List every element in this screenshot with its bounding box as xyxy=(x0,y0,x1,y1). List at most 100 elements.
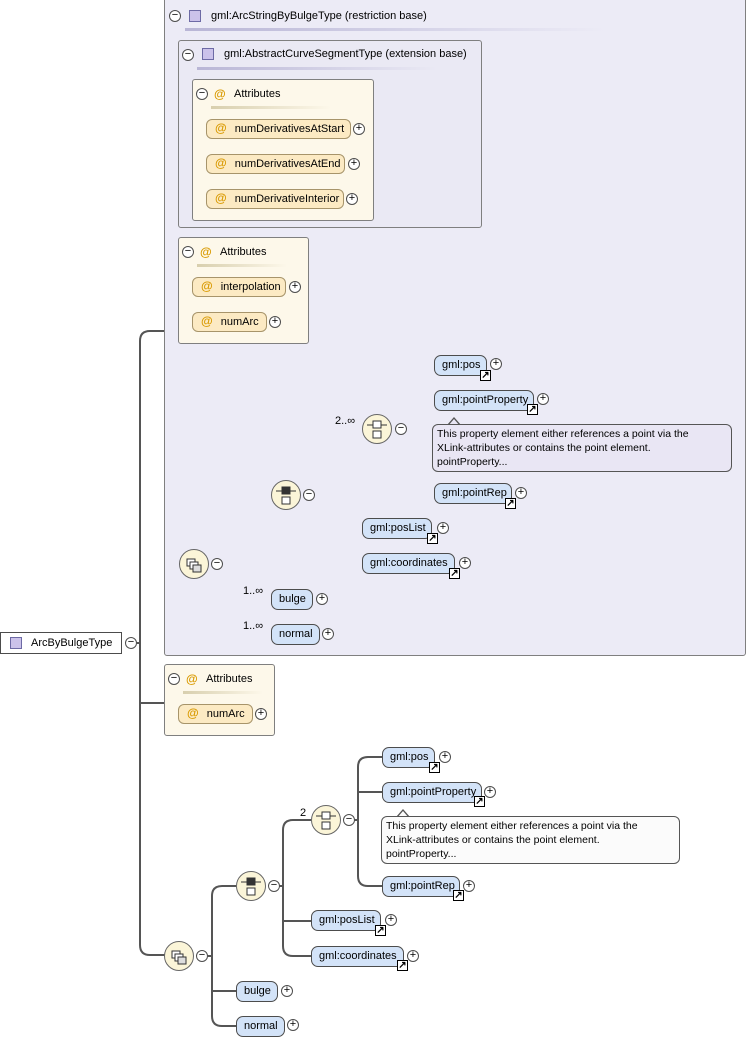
element-label: gml:posList xyxy=(370,522,426,534)
expand-icon[interactable]: + xyxy=(490,358,502,370)
element-label: bulge xyxy=(244,985,271,997)
attributes-title: Attributes xyxy=(206,673,253,685)
expand-icon[interactable]: + xyxy=(348,158,360,170)
collapse-icon[interactable]: − xyxy=(343,814,355,826)
attribute-icon: @ xyxy=(215,156,227,170)
attributes-title: Attributes xyxy=(220,246,267,258)
collapse-icon[interactable]: − xyxy=(395,423,407,435)
sequence-compositor[interactable] xyxy=(236,871,266,901)
attribute-group-icon: @ xyxy=(200,245,212,259)
reference-arrow-icon: ↗ xyxy=(429,762,440,773)
expand-icon[interactable]: + xyxy=(255,708,267,720)
reference-arrow-icon: ↗ xyxy=(505,498,516,509)
attribute-label: numDerivativeInterior xyxy=(234,193,340,205)
tooltip-line: XLink-attributes or contains the point e… xyxy=(386,834,600,846)
root-type[interactable]: ArcByBulgeType xyxy=(0,632,122,654)
own-attributes-panel: − @ Attributes xyxy=(164,664,275,736)
sequence-compositor-icon xyxy=(367,420,387,439)
expand-icon[interactable]: + xyxy=(316,593,328,605)
collapse-icon[interactable]: − xyxy=(169,10,181,22)
collapse-icon[interactable]: − xyxy=(303,489,315,501)
reference-arrow-icon: ↗ xyxy=(480,370,491,381)
attribute-interpolation[interactable]: @ interpolation xyxy=(192,277,286,297)
reference-arrow-icon: ↗ xyxy=(397,960,408,971)
attribute-label: numArc xyxy=(206,708,245,720)
element-label: normal xyxy=(279,628,313,640)
expand-icon[interactable]: + xyxy=(322,628,334,640)
sequence-compositor[interactable] xyxy=(271,480,301,510)
element-bulge[interactable]: bulge xyxy=(271,589,313,610)
element-label: gml:pointRep xyxy=(442,487,507,499)
collapse-icon[interactable]: − xyxy=(125,637,137,649)
tooltip-line: pointProperty... xyxy=(386,848,457,860)
expand-icon[interactable]: + xyxy=(289,281,301,293)
expand-icon[interactable]: + xyxy=(407,950,419,962)
element-gml-point-property[interactable]: gml:pointProperty xyxy=(382,782,482,803)
element-label: normal xyxy=(244,1020,278,1032)
normal-cardinality: 1..∞ xyxy=(243,620,264,632)
element-normal[interactable]: normal xyxy=(271,624,320,645)
sequence-compositor-icon xyxy=(316,811,336,830)
sequence-compositor[interactable] xyxy=(311,805,341,835)
sequence-compositor-icon xyxy=(276,486,296,505)
attribute-icon: @ xyxy=(201,279,213,293)
element-label: gml:coordinates xyxy=(370,557,448,569)
element-label: gml:pos xyxy=(442,359,481,371)
title-underline xyxy=(185,28,605,31)
attribute-num-derivatives-at-start[interactable]: @numDerivativesAtStart xyxy=(206,119,351,139)
collapse-icon[interactable]: − xyxy=(182,246,194,258)
collapse-icon[interactable]: − xyxy=(196,950,208,962)
element-label: gml:coordinates xyxy=(319,950,397,962)
element-label: gml:pointProperty xyxy=(390,786,477,798)
attribute-num-arc[interactable]: @numArc xyxy=(192,312,267,332)
expand-icon[interactable]: + xyxy=(346,193,358,205)
element-bulge[interactable]: bulge xyxy=(236,981,278,1002)
element-gml-pos[interactable]: gml:pos xyxy=(434,355,487,376)
attribute-num-derivative-interior[interactable]: @numDerivativeInterior xyxy=(206,189,344,209)
expand-icon[interactable]: + xyxy=(269,316,281,328)
sequence-compositor[interactable] xyxy=(164,941,194,971)
collapse-icon[interactable]: − xyxy=(268,880,280,892)
element-gml-point-property[interactable]: gml:pointProperty xyxy=(434,390,534,411)
collapse-icon[interactable]: − xyxy=(196,88,208,100)
tooltip-pointer xyxy=(448,419,460,426)
element-gml-pos-list[interactable]: gml:posList xyxy=(362,518,432,539)
expand-icon[interactable]: + xyxy=(484,786,496,798)
title-underline xyxy=(197,67,437,70)
sequence-compositor-icon xyxy=(171,950,187,965)
element-normal[interactable]: normal xyxy=(236,1016,285,1037)
expand-icon[interactable]: + xyxy=(437,522,449,534)
element-gml-point-rep[interactable]: gml:pointRep xyxy=(434,483,512,504)
expand-icon[interactable]: + xyxy=(439,751,451,763)
collapse-icon[interactable]: − xyxy=(211,558,223,570)
expand-icon[interactable]: + xyxy=(353,123,365,135)
expand-icon[interactable]: + xyxy=(459,557,471,569)
element-gml-pos-list[interactable]: gml:posList xyxy=(311,910,381,931)
element-tooltip: This property element either references … xyxy=(432,424,732,472)
element-gml-pos[interactable]: gml:pos xyxy=(382,747,435,768)
expand-icon[interactable]: + xyxy=(281,985,293,997)
expand-icon[interactable]: + xyxy=(287,1019,299,1031)
element-gml-coordinates[interactable]: gml:coordinates xyxy=(311,946,404,967)
attribute-group-icon: @ xyxy=(214,87,226,101)
complex-type-icon xyxy=(189,10,201,22)
expand-icon[interactable]: + xyxy=(463,880,475,892)
attribute-num-arc[interactable]: @numArc xyxy=(178,704,253,724)
attribute-label: interpolation xyxy=(220,281,281,293)
sequence-compositor[interactable] xyxy=(179,549,209,579)
attributes-title: Attributes xyxy=(234,88,281,100)
element-gml-coordinates[interactable]: gml:coordinates xyxy=(362,553,455,574)
collapse-icon[interactable]: − xyxy=(182,49,194,61)
expand-icon[interactable]: + xyxy=(537,393,549,405)
expand-icon[interactable]: + xyxy=(385,914,397,926)
element-label: bulge xyxy=(279,593,306,605)
sequence-compositor[interactable] xyxy=(362,414,392,444)
reference-arrow-icon: ↗ xyxy=(449,568,460,579)
sequence-compositor-icon xyxy=(186,558,202,573)
sequence-cardinality: 2..∞ xyxy=(335,415,356,427)
element-gml-point-rep[interactable]: gml:pointRep xyxy=(382,876,460,897)
title-underline xyxy=(197,264,287,267)
attribute-num-derivatives-at-end[interactable]: @numDerivativesAtEnd xyxy=(206,154,345,174)
collapse-icon[interactable]: − xyxy=(168,673,180,685)
expand-icon[interactable]: + xyxy=(515,487,527,499)
